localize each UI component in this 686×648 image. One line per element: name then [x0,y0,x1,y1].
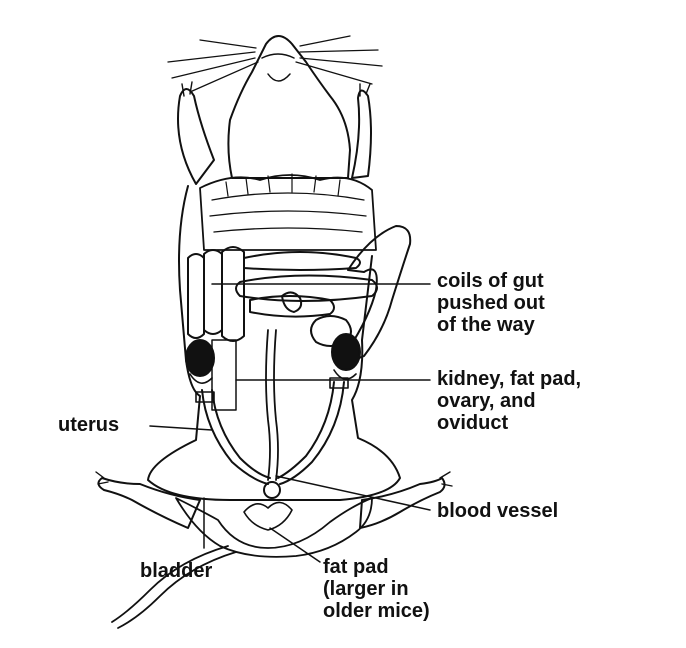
tail [112,546,236,628]
label-coils-line-2: pushed out [437,292,545,314]
label-fat-pad-line-3: older mice) [323,600,430,622]
uterus-horns [196,378,348,484]
label-fat-pad-line-1: fat pad [323,556,430,578]
label-fat-pad: fat pad (larger in older mice) [323,556,430,622]
front-paw-left [178,89,214,184]
label-fat-pad-line-2: (larger in [323,578,430,600]
label-uterus: uterus [58,414,119,436]
central-vessel [266,330,278,480]
whiskers [168,36,382,92]
body-outline [148,186,400,500]
kidney-right [332,334,360,370]
head-outline [228,36,350,178]
kidney-left [186,340,214,376]
front-paw-right [352,90,371,178]
label-bladder: bladder [140,560,212,582]
gut-coils [188,226,410,358]
label-blood-vessel: blood vessel [437,500,558,522]
label-coils-line-3: of the way [437,314,545,336]
label-kidney-line-1: kidney, fat pad, [437,368,581,390]
label-kidney-line-2: ovary, and [437,390,581,412]
bladder [264,482,280,498]
label-coils-line-1: coils of gut [437,270,545,292]
label-kidney: kidney, fat pad, ovary, and oviduct [437,368,581,434]
label-coils-of-gut: coils of gut pushed out of the way [437,270,545,336]
label-kidney-line-3: oviduct [437,412,581,434]
